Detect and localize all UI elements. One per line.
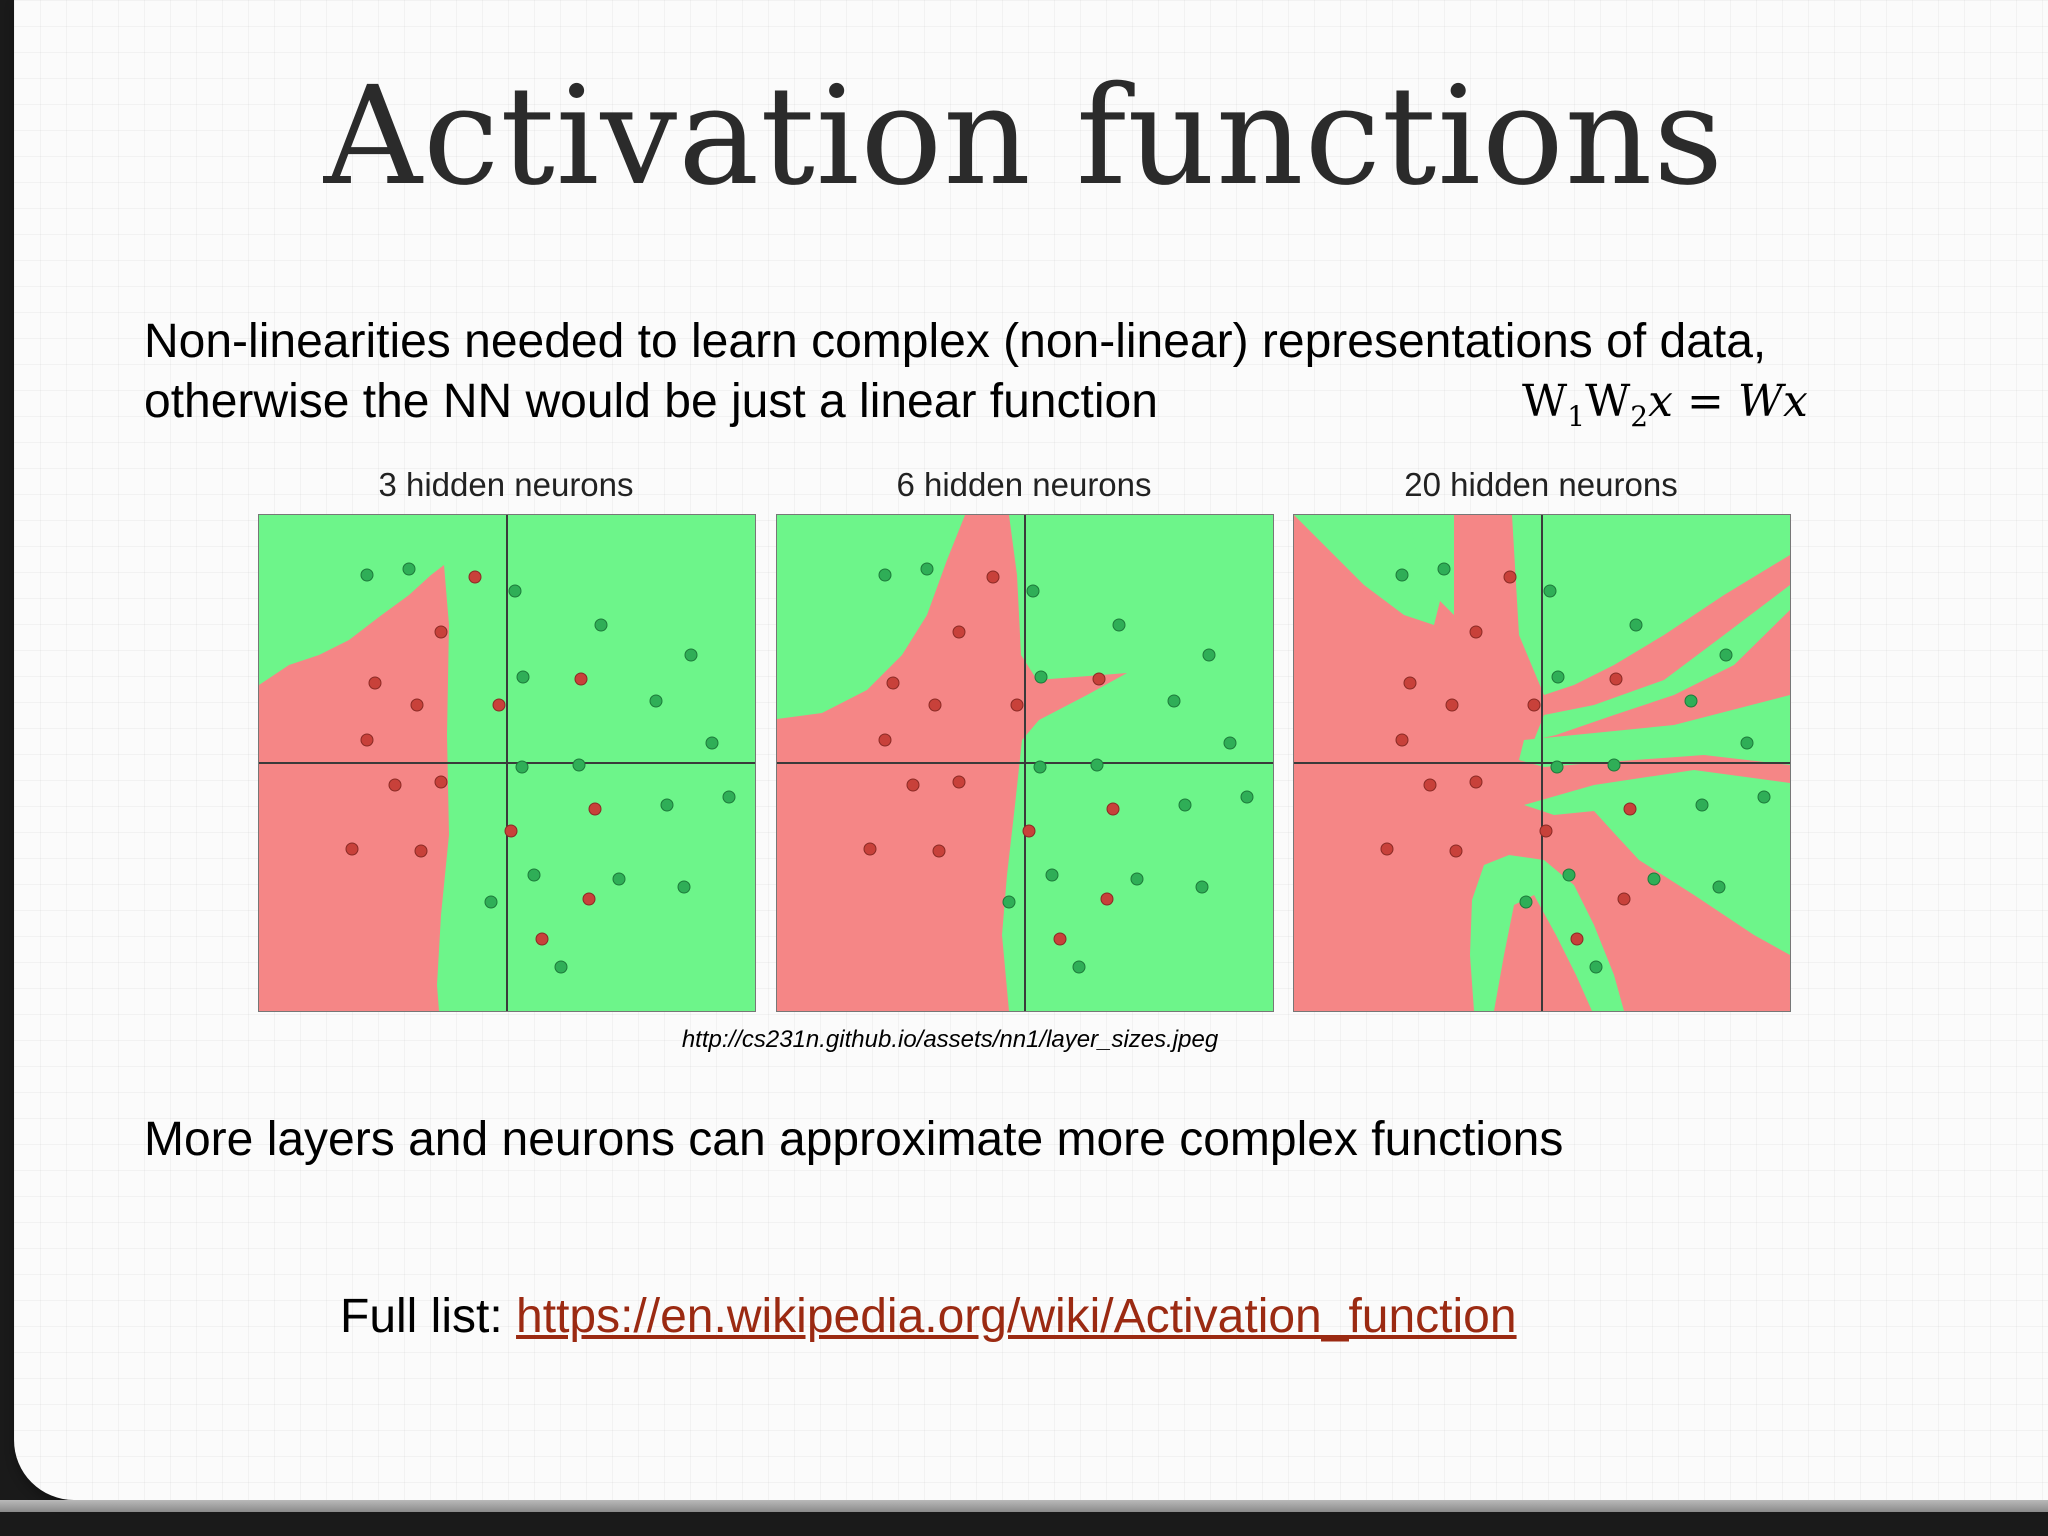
red-points	[1380, 570, 1637, 946]
green-regions	[1294, 515, 1790, 1011]
panel-title-3-neurons: 3 hidden neurons	[378, 466, 634, 503]
paragraph-line-2: otherwise the NN would be just a linear …	[144, 375, 1158, 428]
green-points	[360, 562, 736, 974]
slide-title: Activation functions	[323, 58, 1725, 216]
formula-w2: W	[1585, 376, 1631, 427]
slide-bottom-rule	[0, 1500, 2048, 1512]
figure-caption: http://cs231n.github.io/assets/nn1/layer…	[681, 1026, 1219, 1053]
paragraph-line-1: Non-linearities needed to learn complex …	[144, 315, 1767, 368]
red-points	[863, 570, 1120, 946]
paragraph-2: More layers and neurons can approximate …	[144, 1113, 1564, 1166]
decision-plot-3-neurons-svg	[259, 515, 755, 1011]
red-region	[259, 565, 449, 1011]
full-list-line: Full list: https://en.wikipedia.org/wiki…	[340, 1287, 1517, 1347]
decision-plot-20-neurons	[1293, 514, 1791, 1012]
green-points	[878, 562, 1254, 974]
formula-x: x	[1648, 376, 1673, 427]
decision-plot-3-neurons	[258, 514, 756, 1012]
formula-w2-sub: 2	[1630, 400, 1649, 433]
decision-plot-20-neurons-svg	[1294, 515, 1790, 1011]
formula-w1: W	[1522, 376, 1568, 427]
decision-plot-6-neurons	[776, 514, 1274, 1012]
formula-w1-sub: 1	[1567, 400, 1586, 433]
decision-plot-6-neurons-svg	[777, 515, 1273, 1011]
activation-function-link[interactable]: https://en.wikipedia.org/wiki/Activation…	[516, 1290, 1517, 1343]
panel-title-20-neurons: 20 hidden neurons	[1404, 466, 1678, 503]
red-points	[345, 570, 602, 946]
full-list-label: Full list:	[340, 1290, 503, 1343]
formula-equals: =	[1686, 376, 1724, 427]
linear-formula: W1W2x = Wx	[1522, 372, 1808, 447]
panel-title-6-neurons: 6 hidden neurons	[896, 466, 1152, 503]
formula-rhs: Wx	[1737, 376, 1808, 427]
green-points	[1395, 562, 1771, 974]
